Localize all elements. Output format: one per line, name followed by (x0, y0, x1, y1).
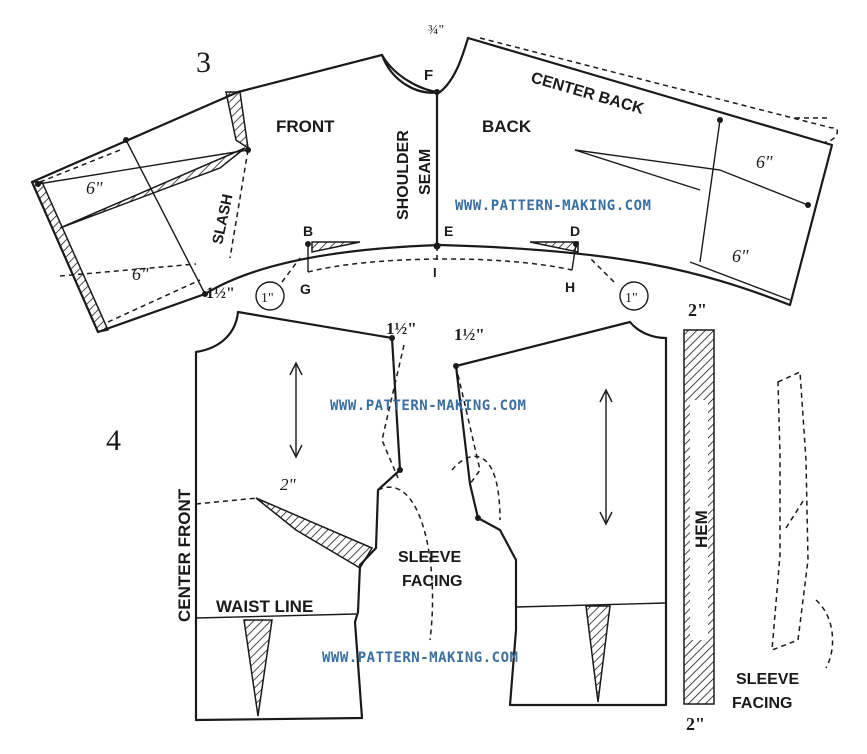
right-sleeve-facing (771, 370, 809, 652)
front-point-armhole (245, 147, 251, 153)
point-f-dot (434, 89, 440, 95)
front-dart-wedge (59, 147, 246, 229)
one-half-a: 1½" (386, 319, 417, 338)
point-b-label: B (303, 223, 313, 239)
two-top-label: 2" (688, 300, 707, 320)
front-point-bottom (202, 291, 208, 297)
back-outline (438, 36, 834, 307)
watermark-1: WWW.PATTERN-MAKING.COM (455, 198, 651, 214)
front-edge-wedge (30, 181, 110, 333)
back-dart-line (574, 149, 809, 206)
six-back-top: 6" (756, 152, 773, 172)
front-bust-dart (255, 497, 374, 570)
front-guide-line (125, 139, 206, 295)
step-4-number: 4 (106, 424, 121, 457)
front-piece-outline (194, 310, 402, 722)
front-label: FRONT (276, 117, 335, 136)
center-back-label: CENTER BACK (529, 70, 646, 119)
back-sleeve-dash (451, 455, 501, 521)
back-label: BACK (482, 117, 532, 136)
back-guide-line (699, 119, 721, 263)
front-arrow-bottom (59, 263, 197, 277)
two-bottom-label: 2" (686, 714, 705, 734)
center-front-label: CENTER FRONT (175, 488, 194, 622)
hem-label: HEM (692, 510, 711, 548)
front-grain-arrows (289, 361, 303, 459)
slash-line (229, 149, 249, 259)
front-point-top (123, 137, 129, 143)
one-inch-arrow-right (589, 257, 615, 283)
one-half-b: 1½" (454, 325, 485, 344)
center-back-extension (479, 37, 839, 143)
point-e-label: E (444, 223, 453, 239)
back-point-right (805, 202, 811, 208)
point-b-dot (305, 241, 311, 247)
sleeve-facing-word1: SLEEVE (398, 549, 461, 566)
point-i-label: I (433, 265, 437, 280)
waist-line-label: WAIST LINE (216, 597, 313, 616)
back-waist-dart (585, 605, 611, 703)
back-point-top (717, 117, 723, 123)
front-point-corner (35, 181, 41, 187)
front-crossline (37, 149, 249, 185)
one-inch-left: 1" (261, 291, 274, 306)
armhole-wedge (225, 91, 249, 150)
three-quarter-label: ¾" (428, 23, 444, 38)
step4-pieces (194, 310, 834, 722)
point-d-label: D (570, 223, 580, 239)
one-inch-arrow-left (281, 257, 301, 283)
front-shoulder-dot (389, 335, 395, 341)
hem-label-bg (690, 400, 708, 640)
step-3-number: 3 (196, 46, 211, 79)
back-piece-outline (454, 320, 668, 707)
six-front-top: 6" (86, 178, 103, 198)
dh-line (571, 243, 577, 271)
seam-label: SEAM (417, 149, 434, 195)
sleeve-facing-word2: FACING (402, 573, 462, 590)
gih-curve (307, 258, 573, 273)
step3-bodice (30, 36, 839, 334)
point-e-dot (433, 242, 441, 250)
right-facing-curve (815, 599, 834, 669)
front-waist-dart (243, 619, 273, 717)
six-back-bottom: 6" (732, 246, 749, 266)
one-half-front: 1½" (206, 285, 235, 302)
back-shoulder-dot (453, 363, 459, 369)
two-dart-label: 2" (280, 475, 297, 494)
one-inch-right: 1" (625, 291, 638, 306)
one-inch-circle-right (619, 281, 649, 311)
front-armhole-dot (397, 467, 403, 473)
shoulder-label: SHOULDER (395, 130, 412, 220)
point-g-label: G (300, 281, 311, 297)
back-armhole-dot (475, 515, 481, 521)
point-f-label: F (424, 67, 433, 84)
neckline-curve (380, 36, 470, 94)
point-d-dot (573, 241, 579, 247)
d-wedge (529, 241, 579, 253)
watermark-3: WWW.PATTERN-MAKING.COM (322, 650, 518, 666)
point-h-label: H (565, 279, 575, 295)
six-front-bottom: 6" (132, 264, 149, 284)
back-dart-line-2 (574, 149, 701, 191)
front-waist-line (195, 613, 357, 619)
front-outline (30, 53, 442, 334)
back-waist-line (515, 602, 667, 608)
front-slash-arrow (107, 279, 201, 323)
right-sleeve-facing-word2: FACING (732, 695, 792, 712)
b-wedge (311, 241, 361, 253)
right-sleeve-facing-word1: SLEEVE (736, 671, 799, 688)
right-facing-arrow (785, 497, 806, 529)
watermark-2: WWW.PATTERN-MAKING.COM (330, 398, 526, 414)
back-armhole-dash (455, 365, 481, 485)
slash-label: SLASH (209, 193, 236, 246)
back-bottom-guide (689, 261, 791, 301)
one-inch-circle-left (255, 281, 285, 311)
front-dart-guide (195, 497, 259, 505)
back-grain-arrows (599, 388, 613, 526)
